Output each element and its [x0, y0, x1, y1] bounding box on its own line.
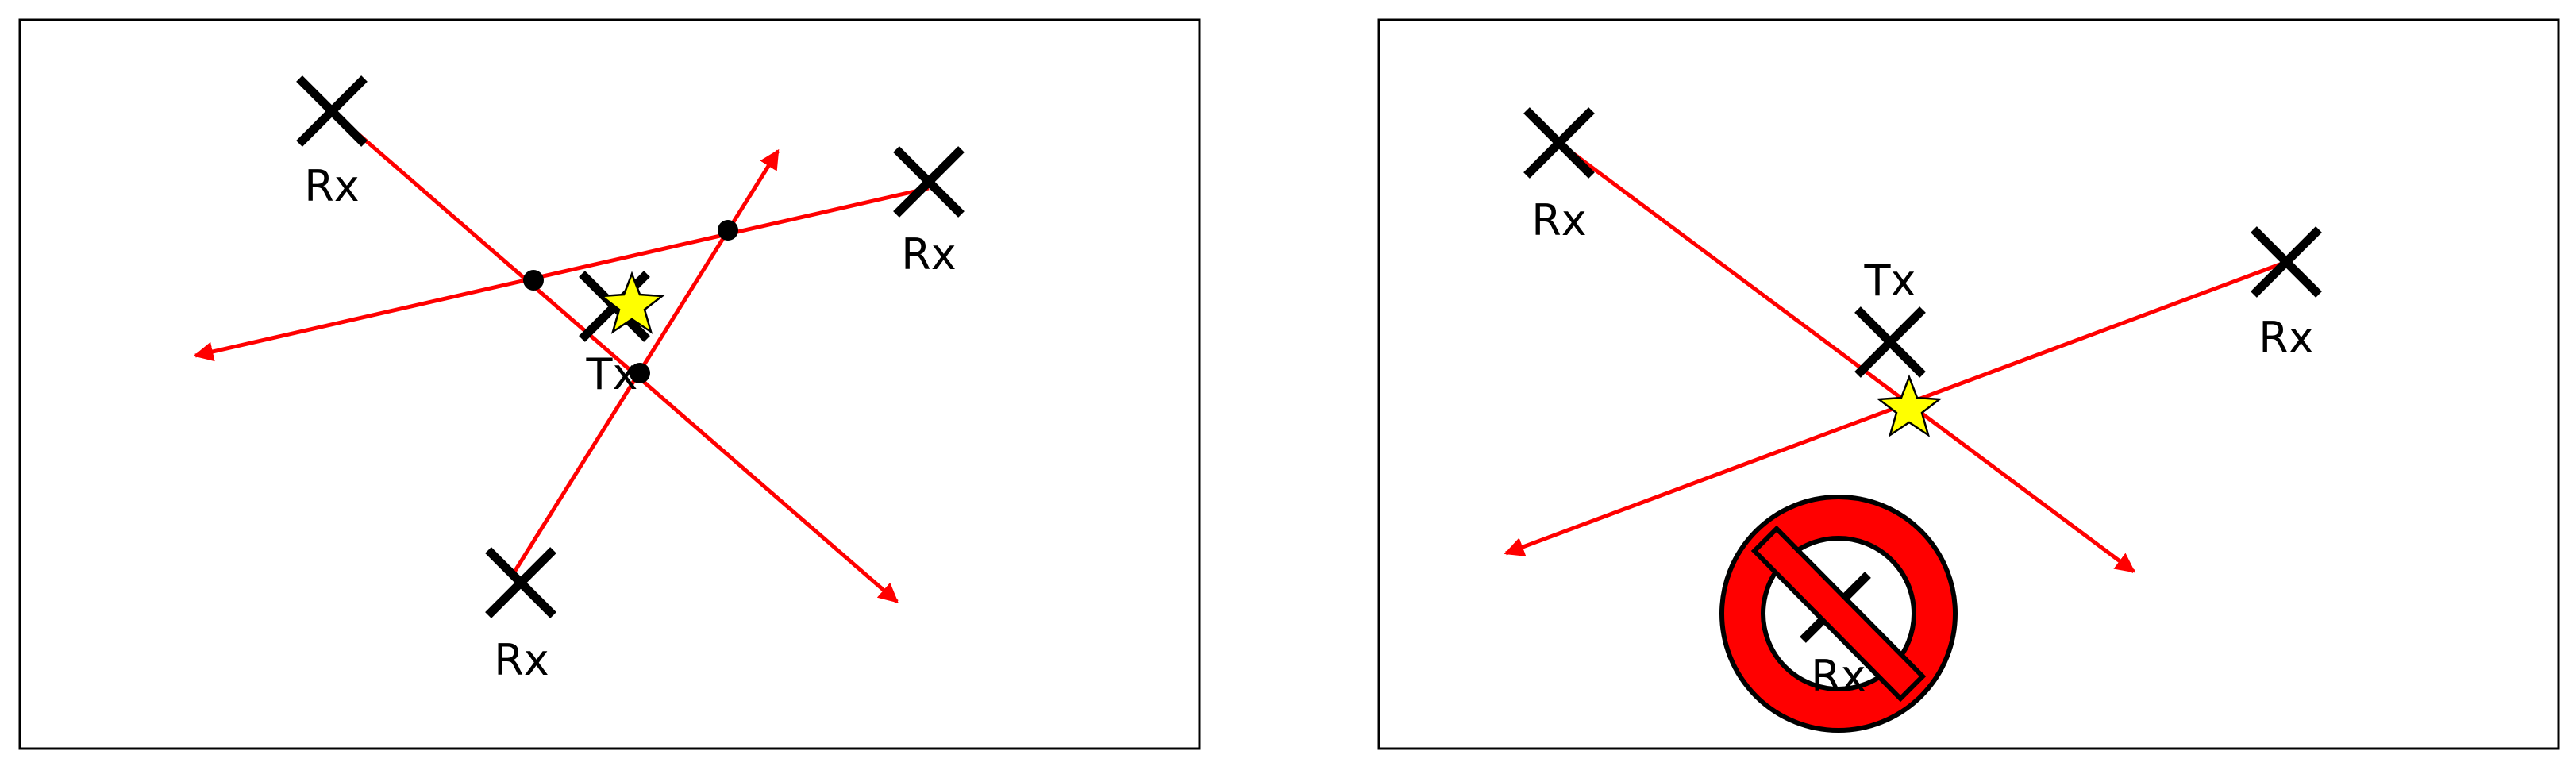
star-icon	[1876, 374, 1943, 437]
left-panel: Rx Rx Rx Tx	[18, 18, 1201, 750]
intersection-dot	[630, 363, 650, 383]
cross-icon	[296, 75, 368, 147]
bearing-ray-bottom	[511, 148, 780, 575]
bearing-ray-top-left	[330, 110, 899, 603]
right-panel-frame	[1377, 18, 2560, 750]
transmitter-label: Tx	[1864, 256, 1916, 306]
cross-icon	[893, 146, 965, 218]
bearing-ray-top-left	[1558, 141, 2136, 574]
receiver-label: Rx	[901, 229, 956, 279]
cross-icon	[1523, 107, 1595, 179]
receiver-label: Rx	[494, 635, 549, 685]
bearing-ray-right	[193, 186, 930, 362]
receiver-label: Rx	[1811, 651, 1866, 701]
receiver-label: Rx	[1531, 195, 1586, 245]
prohibited-icon: Rx	[1719, 495, 1958, 733]
intersection-dot	[523, 270, 544, 291]
right-panel: Rx Rx Tx Rx	[1377, 18, 2560, 750]
cross-icon	[485, 547, 556, 618]
transmitter-label: Tx	[586, 349, 638, 399]
cross-icon	[1854, 306, 1926, 378]
receiver-label: Rx	[2258, 313, 2313, 363]
cross-icon	[2251, 226, 2322, 298]
prohibited-slash	[1750, 525, 1927, 703]
receiver-label: Rx	[304, 161, 359, 211]
intersection-dot	[718, 220, 738, 241]
left-panel-frame	[18, 18, 1201, 750]
star-icon	[599, 271, 665, 334]
